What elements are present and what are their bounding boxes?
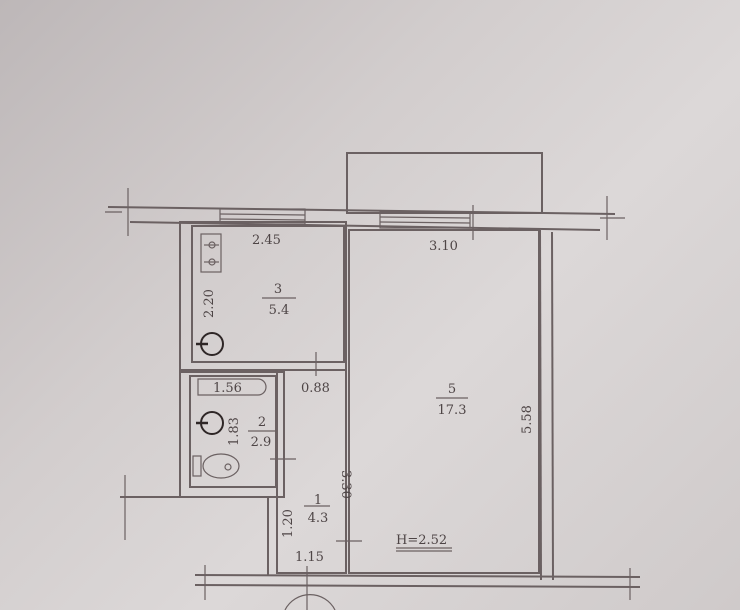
bathtub-icon [197,378,267,396]
room-2-number: 2 [258,415,266,430]
dim-kitchen-width: 2.45 [252,233,281,248]
window-room [379,205,474,240]
dim-bath-depth: 1.83 [227,417,242,446]
kitchen-outer-wall [179,221,347,371]
dim-corridor-width: 0.88 [301,381,330,396]
lower-left-area [120,475,284,575]
room-3-area: 5.4 [269,303,290,318]
room-1-area: 4.3 [308,511,329,526]
dim-corridor-depth: 3.30 [338,470,353,499]
dim-kitchen-depth: 2.20 [202,289,217,318]
room-2-area: 2.9 [251,435,272,450]
balcony [346,152,543,214]
kitchen-sink-icon [196,332,224,356]
dim-entry-width: 1.15 [295,550,324,565]
dim-room-width: 3.10 [429,239,458,254]
right-wall-outer [551,231,554,581]
dim-bath-width: 1.56 [213,381,242,396]
window-kitchen [219,208,306,225]
washbasin-icon [196,411,224,435]
room-1-number: 1 [314,493,322,508]
outer-top-wall [105,188,625,240]
room-5-area: 17.3 [438,403,467,418]
room-5-number: 5 [448,382,456,397]
dim-room-depth: 5.58 [520,405,535,434]
room-kitchen [191,225,345,363]
dim-entry-depth: 1.20 [281,509,296,538]
ceiling-height: H=2.52 [396,533,447,548]
outer-bottom-wall [194,565,641,610]
room-3-number: 3 [274,282,282,297]
room-living [348,229,540,574]
right-wall [539,229,542,581]
toilet-icon [192,453,240,479]
room-corridor [276,369,347,574]
stove-icon [200,233,222,273]
